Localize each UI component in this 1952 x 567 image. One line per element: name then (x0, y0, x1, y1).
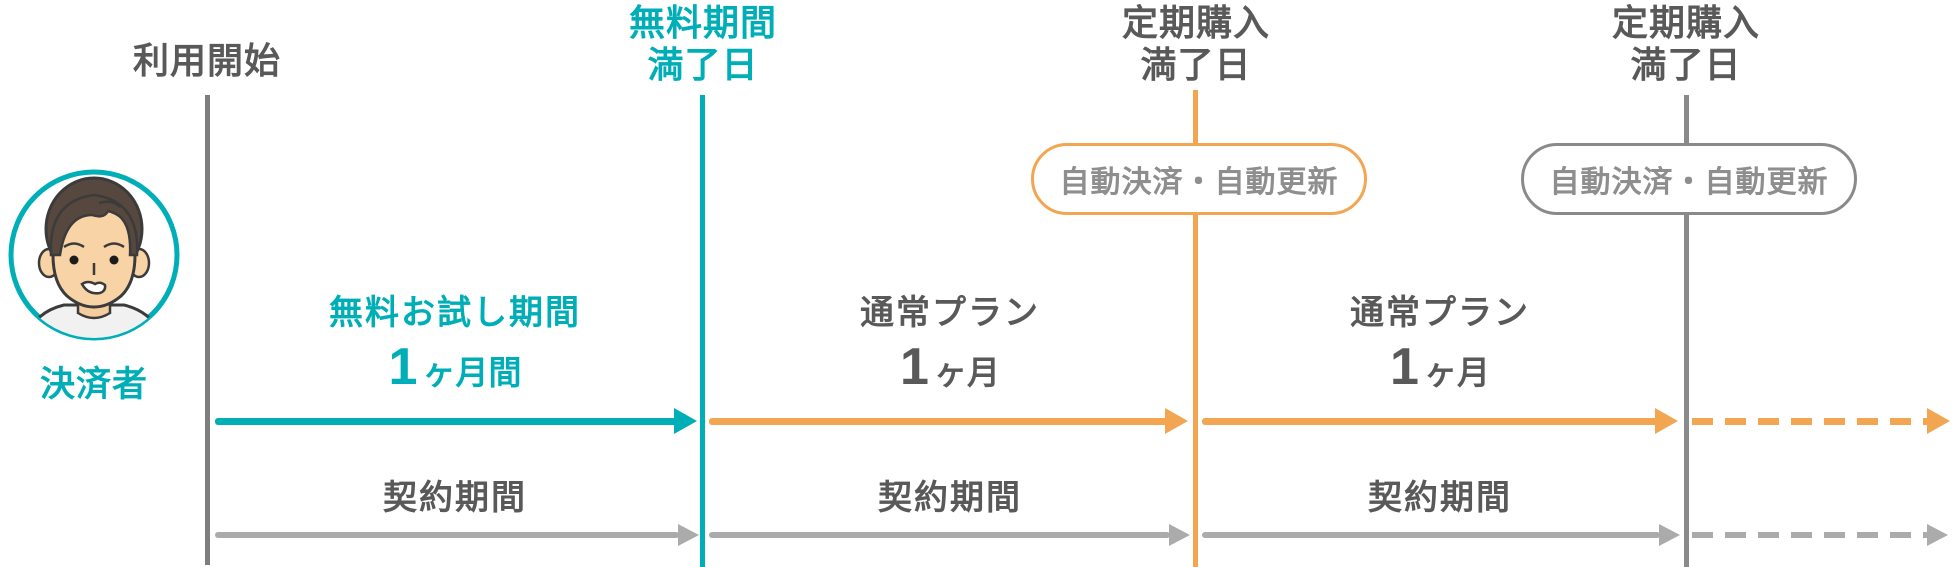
contract3-arrow (1202, 532, 1660, 538)
plan2-arrow (1202, 418, 1658, 425)
person-avatar-icon (8, 169, 180, 341)
plan1-arrow (709, 418, 1168, 425)
contract-continues-arrowhead (1927, 524, 1948, 546)
plan1-period-label: 通常プラン 1 ヶ月 (860, 294, 1040, 396)
contract1-label: 契約期間 (383, 479, 527, 517)
free-trial-duration-unit: ヶ月間 (422, 354, 522, 391)
milestone-line-sub1-end (1193, 90, 1198, 567)
plan2-duration-number: 1 (1390, 338, 1419, 396)
milestone-line-start (205, 95, 210, 565)
milestone-label-start: 利用開始 (132, 40, 281, 81)
plan-continues-arrowhead (1927, 408, 1950, 434)
plan-continues-dashed-arrow (1692, 418, 1927, 425)
milestone-line-sub2-end (1684, 95, 1689, 567)
contract-continues-dashed-arrow (1692, 532, 1927, 538)
contract3-arrowhead (1659, 524, 1680, 546)
free-trial-period-label: 無料お試し期間 1 ヶ月間 (329, 294, 581, 396)
milestone-line-free-end (700, 95, 705, 567)
plan2-period-label: 通常プラン 1 ヶ月 (1350, 294, 1530, 396)
plan1-duration-number: 1 (900, 338, 929, 396)
milestone-label-free-end: 無料期間 満了日 (628, 2, 777, 85)
contract2-label: 契約期間 (878, 479, 1022, 517)
payer-label: 決済者 (39, 365, 148, 404)
plan2-arrowhead (1655, 408, 1678, 434)
plan1-arrowhead (1165, 408, 1188, 434)
free-trial-arrow (215, 418, 677, 425)
plan1-duration-unit: ヶ月 (933, 354, 1000, 391)
contract1-arrow (215, 532, 679, 538)
contract2-arrowhead (1169, 524, 1190, 546)
contract2-arrow (709, 532, 1170, 538)
auto-renew-badge-1: 自動決済・自動更新 (1031, 143, 1367, 215)
plan2-duration-unit: ヶ月 (1423, 354, 1490, 391)
free-trial-arrowhead (674, 408, 697, 434)
contract3-label: 契約期間 (1368, 479, 1512, 517)
payer-actor: 決済者 (4, 163, 184, 407)
milestone-label-sub1-end: 定期購入 満了日 (1121, 2, 1270, 85)
auto-renew-badge-2: 自動決済・自動更新 (1521, 143, 1857, 215)
free-trial-duration-number: 1 (388, 338, 418, 396)
contract1-arrowhead (678, 524, 699, 546)
milestone-label-sub2-end: 定期購入 満了日 (1611, 2, 1760, 85)
